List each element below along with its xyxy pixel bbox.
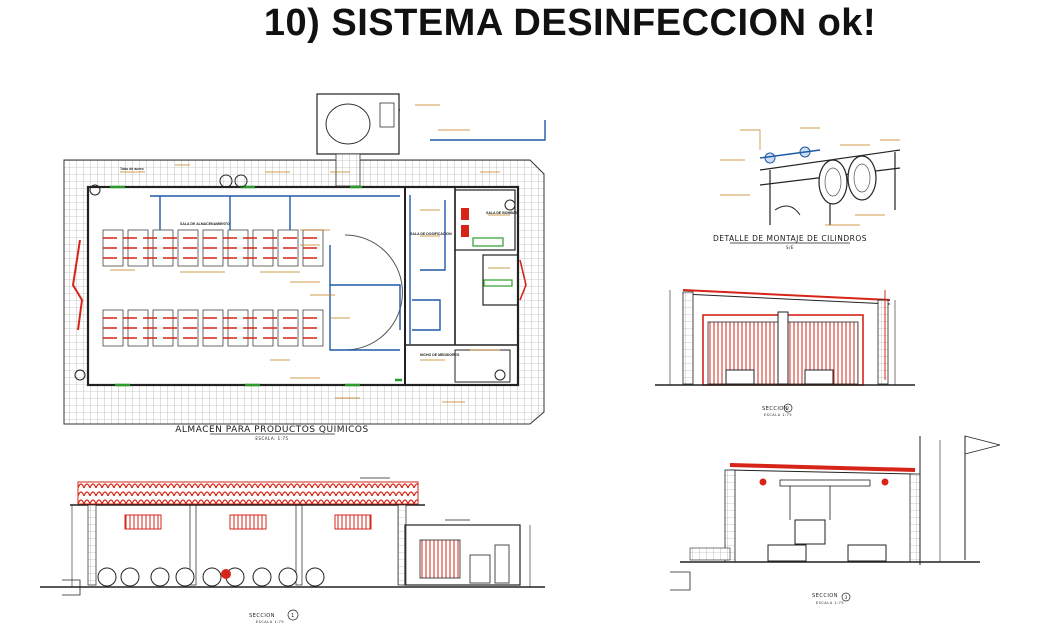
- section-3-number: 3: [844, 595, 847, 601]
- section-2-number: 2: [786, 406, 789, 412]
- floor-plan: Tubo de acero SALA DE ALMACENAMIENTO SAL…: [63, 93, 546, 425]
- main-section-scale: ESCALA 1:75: [256, 620, 284, 624]
- page-title: 10) SISTEMA DESINFECCION ok!: [263, 2, 877, 44]
- svg-text:Tubo de acero: Tubo de acero: [120, 167, 144, 171]
- svg-text:SALA DE DOSIFICACION: SALA DE DOSIFICACION: [410, 232, 452, 236]
- main-section-caption: SECCION: [249, 613, 275, 619]
- plan-caption: ALMACEN PARA PRODUCTOS QUIMICOS: [175, 425, 368, 435]
- storage-rack-bottom: [102, 309, 324, 347]
- svg-text:NICHO DE MEDIDORES: NICHO DE MEDIDORES: [420, 353, 460, 357]
- gas-cylinders: [97, 567, 325, 587]
- svg-text:SALA DE ALMACENAMIENTO: SALA DE ALMACENAMIENTO: [180, 222, 230, 226]
- section-1-number: 1: [291, 613, 295, 619]
- plan-scale: ESCALA: 1:75: [255, 436, 288, 441]
- section-2-caption: SECCION: [762, 406, 788, 412]
- section-3-caption: SECCION: [812, 593, 838, 599]
- section-3-drawing: [670, 435, 1001, 591]
- section-2-drawing: [655, 289, 915, 386]
- section-3-scale: ESCALA 1:75: [816, 601, 844, 605]
- detail-scale: S/E: [786, 245, 794, 250]
- storage-rack-top: [102, 229, 324, 267]
- cylinder-detail: [720, 127, 901, 226]
- svg-text:SALA DE BOMBAS: SALA DE BOMBAS: [486, 211, 518, 215]
- section-2-scale: ESCALA 1:75: [764, 413, 792, 417]
- detail-caption: DETALLE DE MONTAJE DE CILINDROS: [713, 234, 867, 243]
- main-section-drawing: [40, 477, 545, 596]
